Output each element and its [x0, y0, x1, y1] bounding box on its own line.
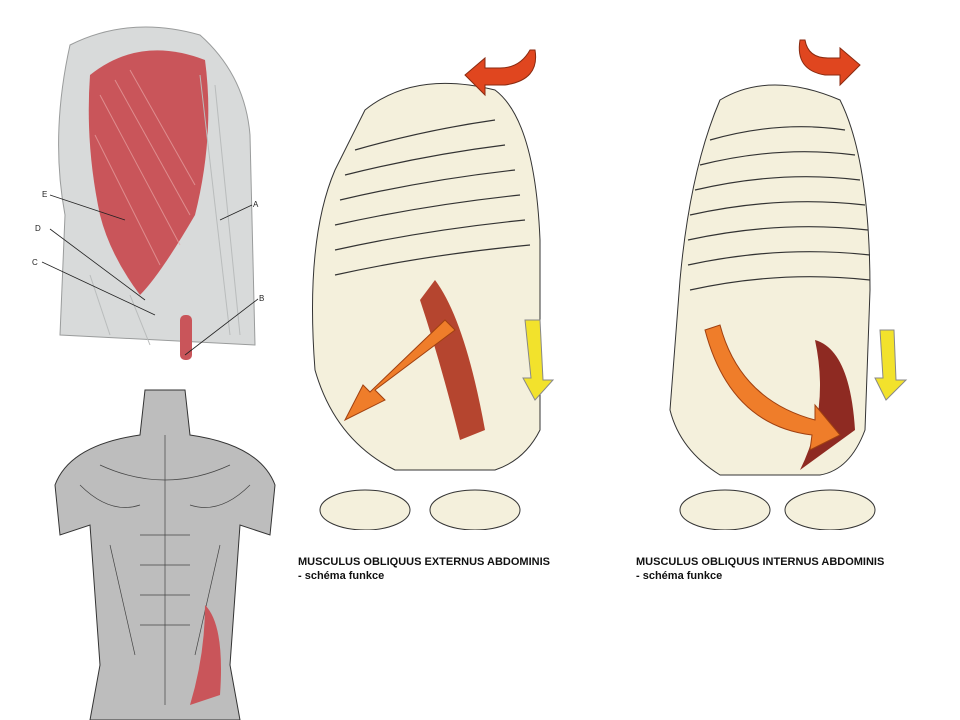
rotation-arrow [798, 39, 861, 87]
caption-subtitle: - schéma funkce [298, 570, 385, 582]
gravity-arrow [874, 329, 908, 401]
external-oblique-function-schema [312, 49, 555, 530]
caption-internal-oblique: MUSCULUS OBLIQUUS INTERNUS ABDOMINIS - s… [636, 555, 884, 583]
label-d: D [35, 224, 41, 233]
internal-oblique-muscle-highlight [190, 605, 221, 705]
anterior-torso-muscles-illustration [54, 389, 276, 720]
force-direction-arrow [704, 324, 841, 451]
caption-subtitle: - schéma funkce [636, 570, 723, 582]
gravity-arrow [522, 319, 555, 401]
force-direction-arrow [343, 319, 456, 422]
internal-oblique-function-schema [669, 39, 908, 530]
external-oblique-muscle [420, 280, 485, 440]
rotation-arrow [464, 49, 537, 97]
caption-external-oblique: MUSCULUS OBLIQUUS EXTERNUS ABDOMINIS - s… [298, 555, 550, 583]
label-c: C [32, 258, 38, 267]
label-e: E [42, 190, 47, 199]
lateral-abdominal-wall-illustration: E D C A B [32, 26, 264, 360]
label-a: A [253, 200, 259, 209]
caption-title: MUSCULUS OBLIQUUS EXTERNUS ABDOMINIS [298, 556, 550, 568]
label-b: B [259, 294, 264, 303]
caption-title: MUSCULUS OBLIQUUS INTERNUS ABDOMINIS [636, 556, 885, 568]
external-oblique-muscle [88, 50, 209, 295]
